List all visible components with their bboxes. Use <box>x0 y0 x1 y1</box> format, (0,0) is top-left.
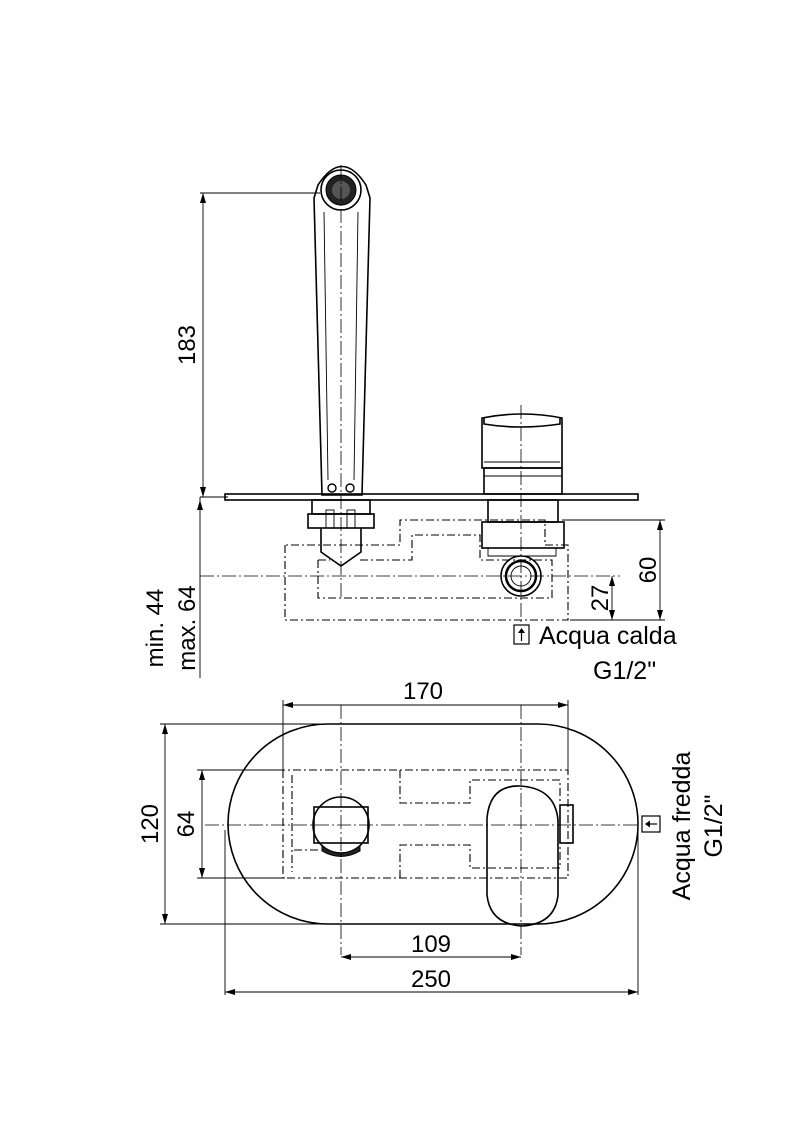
dim-inlet-spacing-label: 109 <box>411 931 451 958</box>
dimension-170: 170 <box>282 678 569 770</box>
cold-water-label: Acqua fredda <box>668 752 696 901</box>
dimension-wall-depth: min. 44 max. 64 <box>142 497 203 678</box>
dim-body-height-label: 60 <box>635 557 662 584</box>
dim-wall-depth-max-label: max. 64 <box>174 585 201 670</box>
dim-wall-depth-min-label: min. 44 <box>142 589 169 668</box>
wall-plate-front <box>227 723 639 925</box>
dim-plate-width-label: 250 <box>411 966 451 993</box>
dim-body-plate-height-label: 64 <box>173 811 200 838</box>
hot-water-note: Acqua calda G1/2" <box>513 622 677 685</box>
side-view: 183 min. 44 max. 64 60 27 <box>142 165 677 685</box>
hot-water-label: Acqua calda <box>539 622 677 650</box>
dim-plate-height-label: 120 <box>137 804 164 844</box>
dimension-109: 109 <box>341 931 521 960</box>
hot-water-thread: G1/2" <box>593 657 656 685</box>
wall-plate-side <box>224 493 639 501</box>
lever-handle-front <box>486 785 574 927</box>
dim-spout-height-label: 183 <box>174 325 201 365</box>
spout <box>313 165 371 496</box>
dim-body-width-label: 170 <box>403 678 443 705</box>
dimension-120: 120 <box>137 723 330 925</box>
mixer-connector <box>481 499 565 557</box>
cold-water-note: Acqua fredda G1/2" <box>641 752 728 901</box>
dim-inlet-offset-label: 27 <box>587 585 614 612</box>
dimension-27: 27 <box>587 576 615 620</box>
dimension-183: 183 <box>174 192 320 498</box>
dimension-64: 64 <box>173 769 285 879</box>
front-view: 170 120 64 109 <box>137 678 728 995</box>
lever-handle-side <box>481 413 563 495</box>
cold-water-thread: G1/2" <box>700 794 728 857</box>
dimension-60: 60 <box>562 519 665 621</box>
dimension-250: 250 <box>224 830 639 995</box>
concealed-body-front <box>282 769 569 879</box>
concealed-body-side <box>284 519 569 621</box>
